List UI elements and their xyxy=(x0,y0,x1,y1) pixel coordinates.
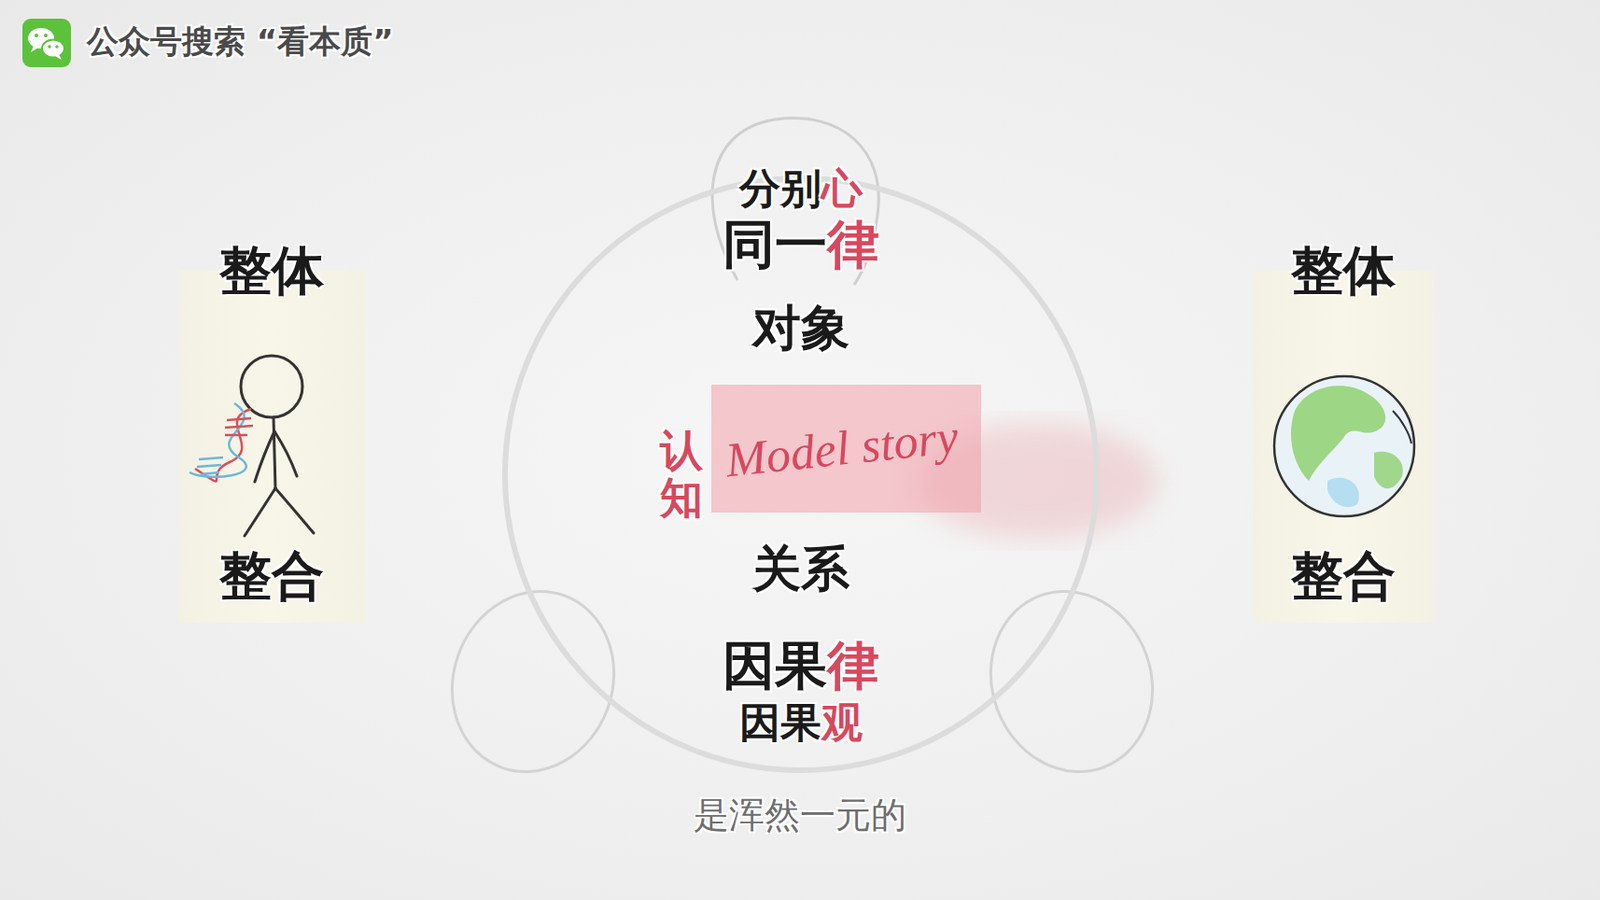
model-story-box: Model story xyxy=(711,384,982,513)
text-accent: 律 xyxy=(827,213,880,275)
concept-circle: 分别心同一律对象认知关系因果律因果观Model story xyxy=(505,178,1097,771)
text-part: 同一 xyxy=(722,213,828,275)
text-part: 因果 xyxy=(722,634,828,696)
watermark-label: 公众号搜索 “看本质” xyxy=(86,24,394,59)
vertical-label: 认知 xyxy=(659,426,703,521)
head-sketch xyxy=(712,118,879,285)
panel-heading: 整合 xyxy=(1291,547,1396,605)
image-panel: 整体整合 xyxy=(178,270,365,623)
panel-heading: 整合 xyxy=(219,547,324,605)
subtitle-caption: 是浑然一元的 xyxy=(693,796,907,836)
image-panel: 整体整合 xyxy=(1252,270,1434,623)
outer-circle xyxy=(505,178,1097,771)
concept-label: 分别心 xyxy=(739,166,863,211)
concept-label: 关系 xyxy=(752,542,850,596)
right-blob-sketch xyxy=(966,568,1179,795)
concept-label: 对象 xyxy=(752,301,850,355)
panel-heading: 整体 xyxy=(1291,241,1396,300)
text-accent: 律 xyxy=(827,634,880,696)
wechat-icon xyxy=(22,18,71,68)
concept-label: 同一律 xyxy=(722,215,880,274)
text-part: 分别 xyxy=(739,164,822,212)
text-part: 因果 xyxy=(739,698,822,746)
concept-label: 因果观 xyxy=(739,700,863,745)
handwritten-text: Model story xyxy=(722,410,969,487)
panel-heading: 整体 xyxy=(219,241,324,300)
text-accent: 心 xyxy=(821,164,863,212)
concept-label: 因果律 xyxy=(722,636,880,695)
text-accent: 观 xyxy=(821,698,863,746)
